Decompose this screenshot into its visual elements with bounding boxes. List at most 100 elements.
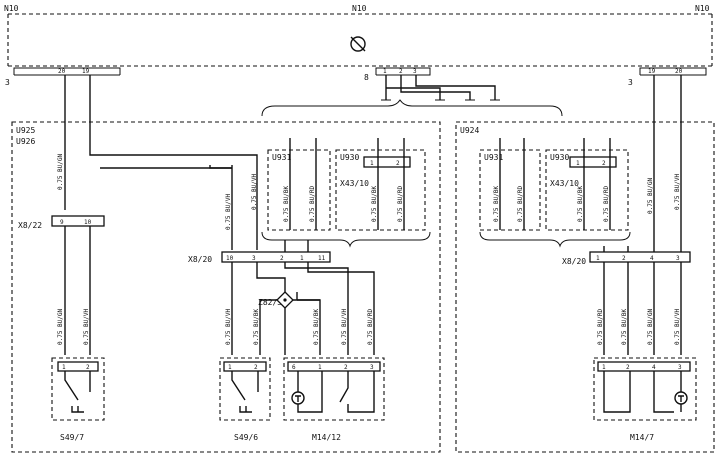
right-brace: [479, 231, 631, 248]
splice-z82-3: Z82/3: [258, 291, 320, 355]
splice-3-right: 3: [628, 78, 633, 87]
module-u931-right: U931 0.75 BU/BK 0.75 BU/RD: [479, 138, 541, 231]
left-door-block: U925 U926: [11, 121, 441, 453]
wire-label: 0.75 BU/RD: [397, 185, 404, 222]
pin-label: 1: [370, 160, 374, 167]
switch-s49-6: 1 2 S49/6: [219, 357, 271, 442]
wire-label: 0.75 BU/GN: [57, 308, 64, 345]
connector-x8-22: X8/22 9 10: [18, 215, 105, 230]
n10-label-right: N10: [695, 4, 710, 13]
pin-label: 2: [399, 68, 403, 75]
switch-s49-7: 1 2 S49/7: [51, 357, 105, 442]
bus-brace: [261, 99, 563, 117]
pin-label: 3: [676, 255, 680, 262]
pin-label: 3: [252, 255, 256, 262]
control-unit-symbol-icon: [350, 36, 366, 52]
n10-connector-left: 3 20 19: [5, 67, 121, 87]
pin-label: 19: [82, 68, 90, 75]
wire-label: 0.75 BU/BK: [253, 308, 260, 345]
wire-label: 0.75 BU/RD: [517, 185, 524, 222]
pin-label: 3: [370, 364, 374, 371]
pin-label: 2: [344, 364, 348, 371]
s49-7-label: S49/7: [60, 433, 84, 442]
wire-label: 0.75 BU/BK: [313, 308, 320, 345]
s49-6-label: S49/6: [234, 433, 258, 442]
left-wires: [64, 75, 258, 355]
right-top-wires: 0.75 BU/GN 0.75 BU/VH: [647, 75, 682, 252]
u931-label: U931: [272, 153, 291, 162]
right-lower-wires: [603, 262, 682, 355]
n10-connector-middle: 8 1 2 3: [364, 67, 500, 101]
block-title-u924: U924: [460, 126, 479, 135]
x8-20-left-label: X8/20: [188, 255, 212, 264]
wire-label: 0.75 BU/GN: [647, 177, 654, 214]
pin-label: 2: [622, 255, 626, 262]
wire-label: 0.75 BU/BK: [493, 185, 500, 222]
pin-label: 1: [576, 160, 580, 167]
u931-right-label: U931: [484, 153, 503, 162]
m14-7-label: M14/7: [630, 433, 654, 442]
pin-label: 1: [300, 255, 304, 262]
pin-label: 1: [318, 364, 322, 371]
wire-label: 0.75 BU/BK: [577, 185, 584, 222]
wire-label: 0.75 BU/VH: [83, 308, 90, 345]
m14-12-label: M14/12: [312, 433, 341, 442]
connector-x8-20-right: X8/20 1 2 4 3: [562, 246, 691, 266]
pin-label: 1: [62, 364, 66, 371]
wire-label: 0.75 BU/BK: [621, 308, 628, 345]
u930-right-label: U930: [550, 153, 569, 162]
motor-icon: [291, 371, 375, 413]
wire-label: 0.75 BU/VH: [251, 173, 258, 210]
wire-label: 0.75 BU/RD: [309, 185, 316, 222]
wire-label: 0.75 BU/VH: [674, 173, 681, 210]
pin-label: 1: [602, 364, 606, 371]
pin-label: 9: [60, 219, 64, 226]
n10-label-center: N10: [352, 4, 367, 13]
pin-label: 2: [280, 255, 284, 262]
pin-label: 11: [318, 255, 326, 262]
wire-label: 0.75 BU/VH: [674, 308, 681, 345]
pin-label: 1: [383, 68, 387, 75]
pin-label: 3: [413, 68, 417, 75]
pin-label: 2: [396, 160, 400, 167]
wire-label: 0.75 BU/VH: [341, 308, 348, 345]
wire-label: 0.75 BU/RD: [597, 308, 604, 345]
wire-label: 0.75 BU/BK: [371, 185, 378, 222]
module-u930-left: U930 X43/10 1 2 0.75 BU/BK 0.75 BU/RD: [335, 138, 426, 231]
pin-label: 4: [652, 364, 656, 371]
pin-label: 20: [675, 68, 683, 75]
pin-label: 2: [254, 364, 258, 371]
wire-label: 0.75 BU/GN: [647, 308, 654, 345]
pin-label: 19: [648, 68, 656, 75]
motor-m14-7: 1 2 4 3 M14/7: [593, 357, 697, 442]
wire-label: 0.75 BU/GN: [57, 153, 64, 190]
wire-label: 0.75 BU/RD: [603, 185, 610, 222]
right-door-block: U924: [455, 121, 715, 453]
pin-label: 6: [292, 364, 296, 371]
x43-10-label: X43/10: [340, 179, 369, 188]
x8-20-right-label: X8/20: [562, 257, 586, 266]
switch-icon: [231, 371, 259, 413]
pin-label: 1: [228, 364, 232, 371]
x8-22-label: X8/22: [18, 221, 42, 230]
pin-label: 2: [626, 364, 630, 371]
block-title-u925: U925: [16, 126, 35, 135]
control-unit-n10: N10 N10 N10: [4, 4, 713, 67]
connector-x8-20-left: X8/20 10 3 2 1 11: [188, 240, 331, 264]
z82-3-label: Z82/3: [258, 298, 282, 307]
pin-label: 4: [650, 255, 654, 262]
splice-3-left: 3: [5, 78, 10, 87]
pin-label: 2: [602, 160, 606, 167]
n10-connector-right: 3 19 20: [628, 67, 707, 87]
splice-8: 8: [364, 73, 369, 82]
x43-10-right-label: X43/10: [550, 179, 579, 188]
left-lower-wires: [231, 262, 375, 355]
wire-label: 0.75 BU/RD: [367, 308, 374, 345]
wire-label: 0.75 BU/VH: [225, 308, 232, 345]
motor-icon: [603, 371, 688, 413]
module-u931-left: U931 0.75 BU/BK 0.75 BU/RD: [267, 138, 331, 231]
module-u930-right: U930 X43/10 1 2 0.75 BU/BK 0.75 BU/RD: [545, 138, 629, 231]
motor-m14-12: 6 1 2 3 M14/12: [283, 357, 385, 442]
pin-label: 10: [84, 219, 92, 226]
